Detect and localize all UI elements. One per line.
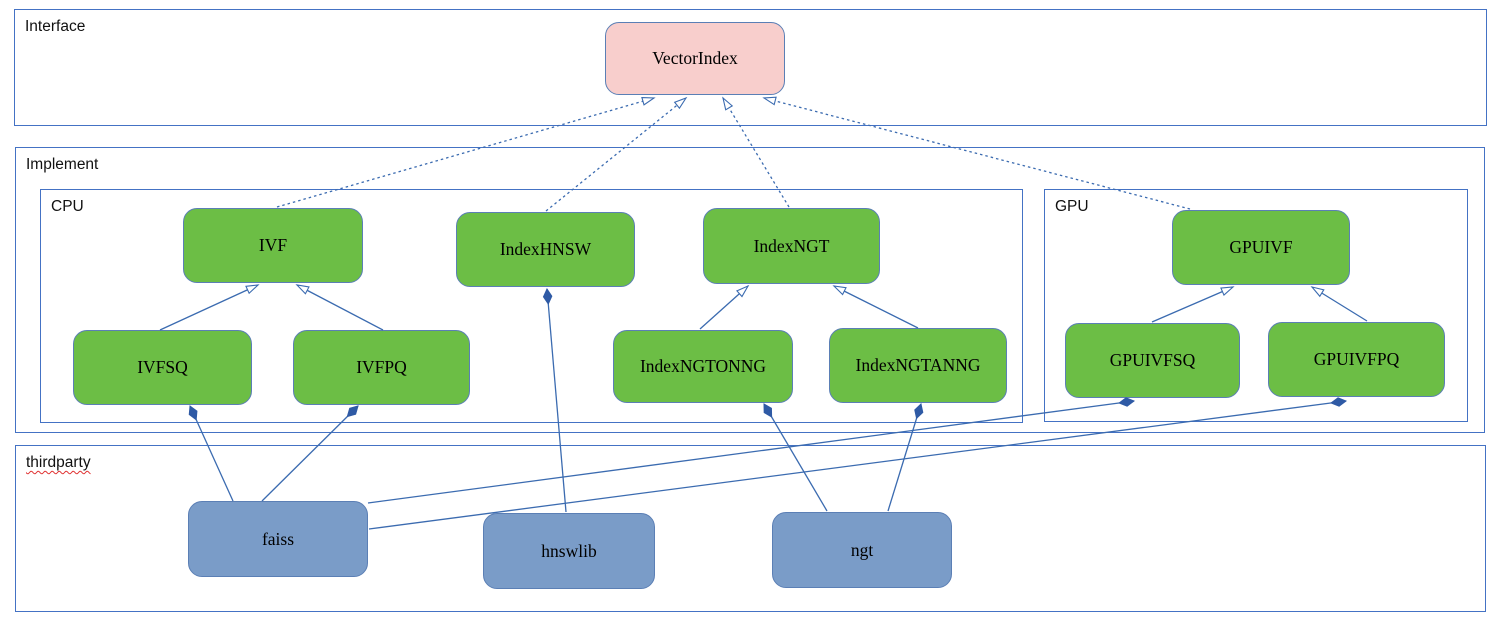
container-cpu-label: CPU [51, 198, 84, 215]
node-ngt: ngt [772, 512, 952, 588]
container-implement-label: Implement [26, 156, 99, 173]
node-faiss-label: faiss [261, 528, 295, 549]
node-ivfpq-label: IVFPQ [356, 357, 407, 377]
node-gpuivfpq: GPUIVFPQ [1268, 322, 1445, 397]
node-faiss: faiss [188, 501, 368, 577]
node-indexngt-label: IndexNGT [753, 235, 830, 256]
node-indexhnsw: IndexHNSW [456, 212, 635, 287]
container-thirdparty-label: thirdparty [26, 454, 91, 471]
node-ivf: IVF [183, 208, 363, 283]
node-ivfsq-label: IVFSQ [137, 357, 188, 377]
node-ivfsq: IVFSQ [73, 330, 252, 405]
node-hnswlib: hnswlib [483, 513, 655, 589]
node-indexngtanng-label: IndexNGTANNG [855, 355, 981, 375]
node-gpuivfsq: GPUIVFSQ [1065, 323, 1240, 398]
node-gpuivfpq-label: GPUIVFPQ [1313, 349, 1400, 369]
node-vectorindex-label: VectorIndex [652, 48, 738, 68]
node-vectorindex: VectorIndex [605, 22, 785, 95]
node-ivfpq: IVFPQ [293, 330, 470, 405]
node-ngt-label: ngt [850, 539, 874, 560]
node-indexhnsw-label: IndexHNSW [499, 239, 592, 259]
node-ivf-label: IVF [258, 235, 288, 255]
node-indexngtonng: IndexNGTONNG [613, 330, 793, 403]
node-gpuivf: GPUIVF [1172, 210, 1350, 285]
node-gpuivfsq-label: GPUIVFSQ [1109, 350, 1196, 370]
container-gpu-label: GPU [1055, 198, 1089, 215]
node-indexngtanng: IndexNGTANNG [829, 328, 1007, 403]
node-hnswlib-label: hnswlib [541, 540, 597, 561]
node-indexngtonng-label: IndexNGTONNG [639, 356, 767, 376]
node-indexngt: IndexNGT [703, 208, 880, 284]
container-interface-label: Interface [25, 18, 86, 35]
node-gpuivf-label: GPUIVF [1229, 237, 1293, 257]
